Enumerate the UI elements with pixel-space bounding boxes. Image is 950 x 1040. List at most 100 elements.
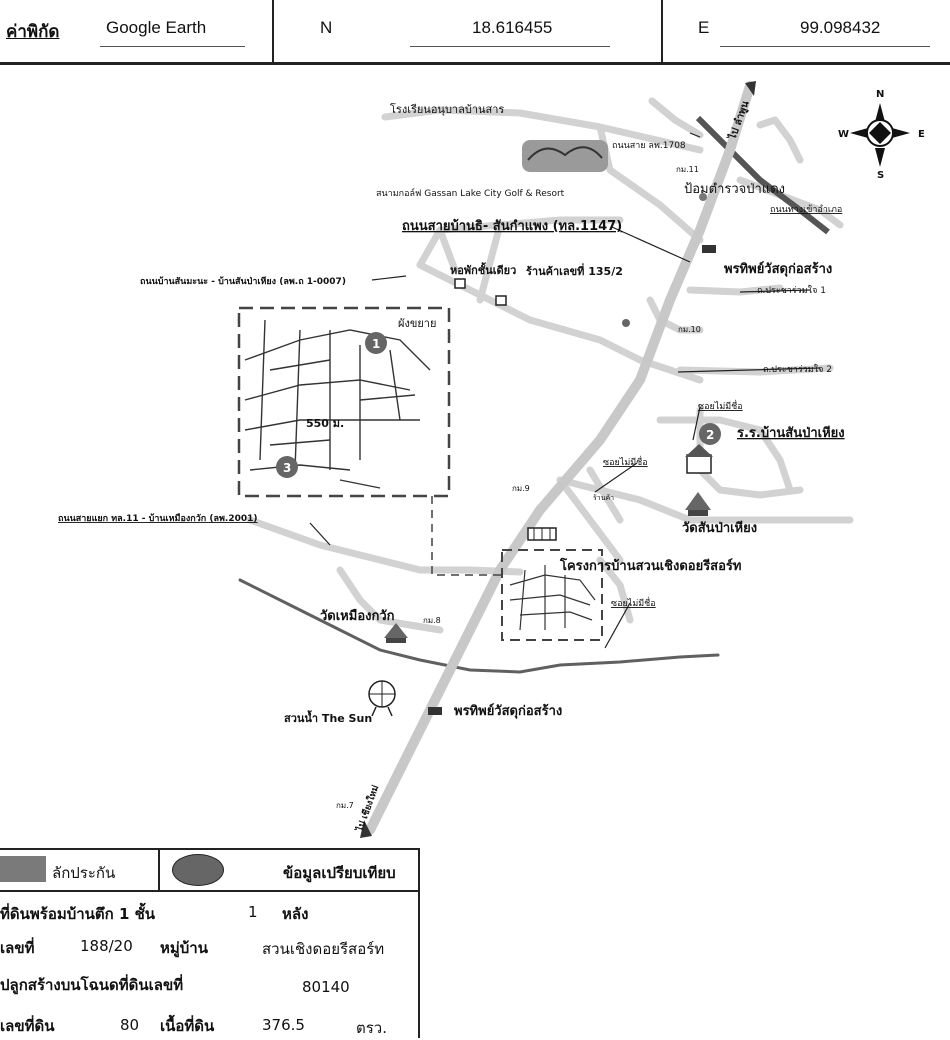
- collateral-swatch: [0, 856, 46, 882]
- marker-2: [699, 423, 721, 445]
- road-2001-label: ถนนสายแยก ทล.11 - บ้านเหมืองกวัก (ลพ.200…: [58, 512, 258, 524]
- road-0007-label: ถนนบ้านสันมะนะ - บ้านสันป่าเหียง (ลพ.ถ 1…: [140, 276, 346, 287]
- distance-label: 550 ม.: [306, 417, 344, 430]
- km8-label: กม.8: [423, 616, 441, 625]
- divider: [0, 62, 950, 65]
- area-value: 376.5: [262, 1016, 305, 1034]
- zoom-label: ผังขยาย: [398, 317, 436, 330]
- golf-course-icon: [522, 140, 608, 172]
- shop-small-label: ร้านค้า: [593, 494, 614, 502]
- divider: [0, 890, 420, 892]
- project-box: [501, 549, 603, 641]
- dorm-icon: [454, 278, 466, 289]
- to-lamphun-label: ไป ลำพูน: [725, 99, 752, 142]
- divider: [661, 0, 663, 63]
- divider: [0, 848, 420, 850]
- secondary-roads: [238, 578, 720, 674]
- compass-w: W: [838, 129, 849, 140]
- property-details-table: ลักประกัน ข้อมูลเปรียบเทียบ ที่ดินพร้อมบ…: [0, 848, 420, 1038]
- km11-label: กม.11: [676, 165, 699, 174]
- golf-label: สนามกอล์ฟ Gassan Lake City Golf & Resort: [376, 187, 565, 199]
- east-value: 99.098432: [800, 18, 881, 37]
- area-unit: ตรว.: [356, 1019, 387, 1037]
- km10-label: กม.10: [678, 325, 701, 334]
- leader-lines: [309, 132, 821, 649]
- store-1-label: พรทิพย์วัสดุก่อสร้าง: [724, 261, 832, 277]
- divider: [410, 46, 610, 47]
- temple-icon: [384, 623, 408, 643]
- divider: [418, 848, 420, 1038]
- village-label: หมู่บ้าน: [160, 939, 208, 957]
- road-1708: [695, 115, 830, 235]
- marker-3-label: 3: [283, 461, 291, 475]
- lot-label: เลขที่ดิน: [0, 1017, 55, 1035]
- soi-noname-1-label: ซอยไม่มีชื่อ: [698, 399, 743, 412]
- north-value: 18.616455: [472, 18, 553, 37]
- road-1147-label: ถนนสายบ้านธิ- สันกำแพง (ทล.1147): [402, 218, 622, 234]
- coordinate-header: ค่าพิกัด Google Earth N 18.616455 E 99.0…: [0, 0, 950, 65]
- collateral-label: ลักประกัน: [52, 864, 116, 882]
- dorm-label: หอพักชั้นเดียว: [450, 262, 516, 277]
- road-entrance-label: ถนนทางเข้าอำเภอ: [770, 204, 842, 215]
- shop-icon: [495, 295, 507, 306]
- house-no: 188/20: [80, 937, 133, 955]
- deed-label: ปลูกสร้างบนโฉนดที่ดินเลขที่: [0, 976, 184, 994]
- marker-2-label: 2: [706, 428, 714, 442]
- east-label: E: [698, 18, 710, 37]
- store-icon: [702, 245, 716, 253]
- marker-3: [276, 456, 298, 478]
- comparison-label: ข้อมูลเปรียบเทียบ: [283, 864, 396, 882]
- km9-label: กม.9: [512, 484, 530, 493]
- water-park-label: สวนน้ำ The Sun: [284, 710, 372, 725]
- deed-no: 80140: [302, 978, 350, 996]
- project-roads: [509, 565, 596, 631]
- coord-label: ค่าพิกัด: [6, 22, 60, 41]
- soi-noname-3-label: ซอยไม่มีชื่อ: [611, 596, 656, 609]
- soi-noname-2-label: ซอยไม่มีชื่อ: [603, 455, 648, 468]
- compass-e: E: [918, 129, 925, 140]
- property-type: ที่ดินพร้อมบ้านตึก 1 ชั้น: [0, 905, 156, 923]
- arrow-down-icon: [360, 820, 372, 838]
- compass-s: S: [877, 170, 884, 181]
- marker-1: [365, 332, 387, 354]
- building-unit: หลัง: [282, 905, 309, 923]
- village: สวนเชิงดอยรีสอร์ท: [262, 940, 385, 958]
- area-label: เนื้อที่ดิน: [160, 1017, 215, 1035]
- connector-line: [431, 496, 502, 576]
- temple-san-pa-hiang-label: วัดสันป่าเหียง: [682, 520, 757, 536]
- location-map: N S W E 1 2 3: [58, 81, 925, 838]
- compass-rose: N S W E: [838, 89, 925, 181]
- zoom-box: [237, 306, 451, 498]
- divider: [100, 46, 245, 47]
- road-1708-label: ถนนสาย ลพ.1708: [612, 141, 686, 151]
- comparison-swatch: [172, 854, 224, 886]
- divider: [720, 46, 930, 47]
- soi-1-label: ถ.ประชาร่วมใจ 1: [757, 285, 826, 296]
- marker-1-label: 1: [372, 337, 380, 351]
- shop-label: ร้านค้าเลขที่ 135/2: [526, 263, 623, 278]
- lot-no: 80: [120, 1016, 140, 1034]
- kindergarten-label: โรงเรียนอนุบาลบ้านสาร: [390, 102, 504, 116]
- temple-icon: [685, 492, 711, 516]
- house-no-label: เลขที่: [0, 939, 35, 957]
- police-icon: [699, 193, 707, 201]
- north-label: N: [320, 18, 333, 37]
- divider: [272, 0, 274, 63]
- ferris-wheel-icon: [368, 680, 396, 717]
- soi-2-label: ถ.ประชาร่วมใจ 2: [763, 364, 832, 375]
- tree-icon: [622, 319, 630, 327]
- police-label: ป้อมตำรวจป่าแดง: [684, 182, 785, 197]
- temple-muang-kwak-label: วัดเหมืองกวัก: [320, 608, 395, 624]
- building-count: 1: [248, 903, 258, 921]
- store-icon: [428, 707, 442, 715]
- store-2-label: พรทิพย์วัสดุก่อสร้าง: [454, 703, 562, 719]
- highway-11: [365, 81, 755, 835]
- museum-icon: [527, 527, 557, 541]
- school-icon: [685, 444, 713, 474]
- school-label: ร.ร.บ้านสันป่าเหียง: [737, 425, 845, 441]
- compass-n: N: [876, 89, 884, 100]
- zoom-roads: [244, 319, 431, 489]
- coord-source: Google Earth: [106, 18, 207, 37]
- project-label: โครงการบ้านสวนเชิงดอยรีสอร์ท: [559, 557, 741, 574]
- km7-label: กม.7: [336, 801, 354, 810]
